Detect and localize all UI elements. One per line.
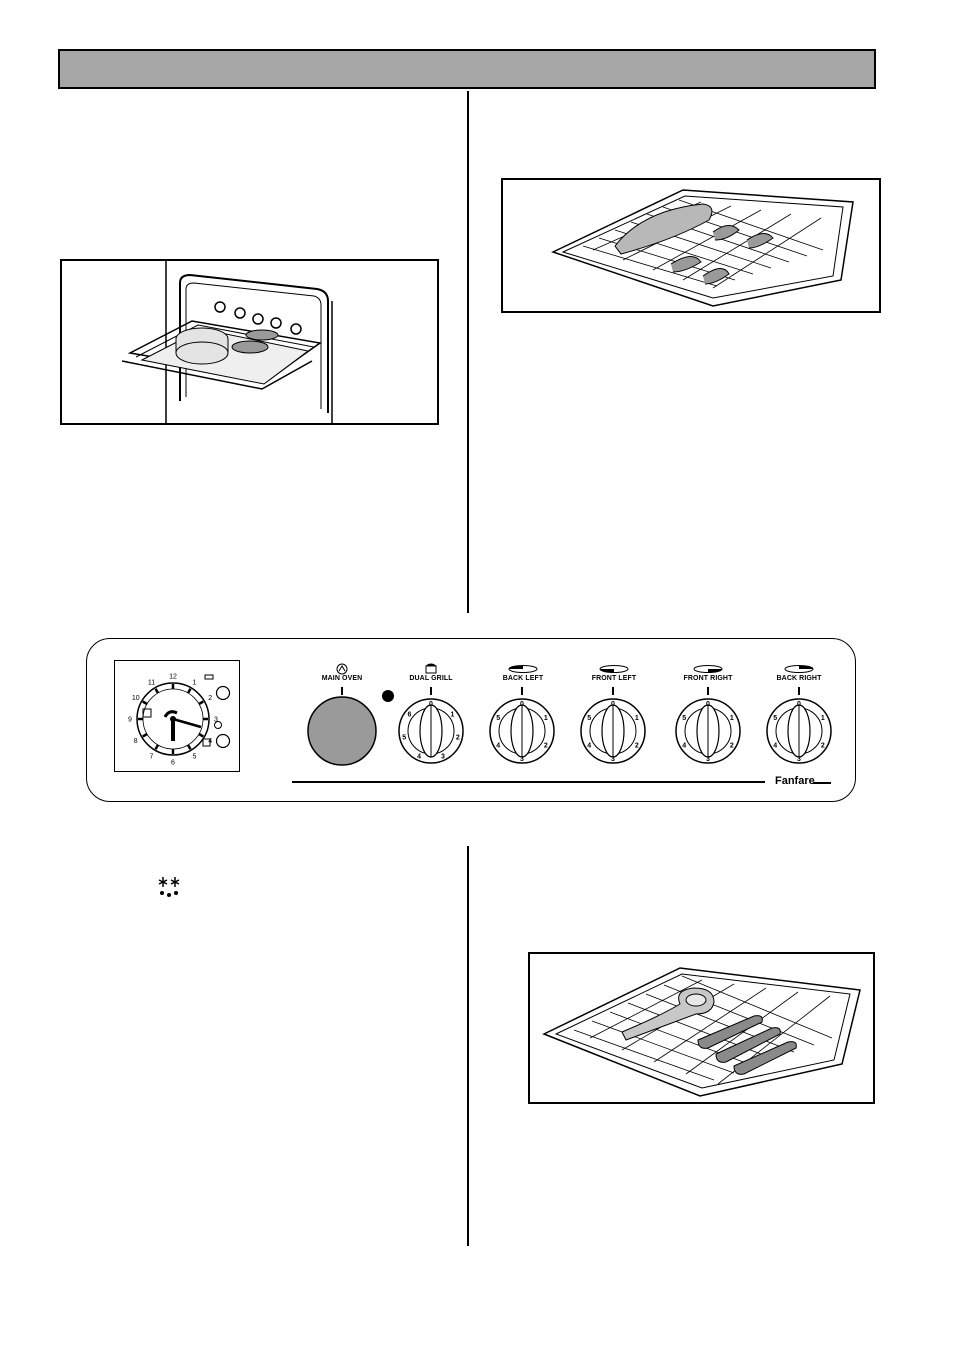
clock-tick	[154, 688, 160, 694]
clock-hour-number: 7	[150, 754, 154, 761]
knob-setting-number: 0	[429, 701, 433, 708]
knob-setting-number: 1	[544, 715, 548, 722]
knob-setting-number: 0	[611, 701, 615, 708]
grill-icon	[425, 663, 437, 674]
clock-tick	[142, 732, 148, 738]
knob-setting-number: 3	[441, 753, 445, 760]
clock-hour-number: 12	[169, 674, 177, 681]
dual-grill-knob[interactable]: 0 1 2 3 4 5 6	[398, 687, 464, 764]
hob-front-left-icon	[599, 665, 629, 673]
main-oven-knob[interactable]	[307, 696, 377, 766]
knob-setting-number: 2	[544, 742, 548, 749]
clock-hour-number: 11	[148, 679, 155, 686]
back-left-knob[interactable]: 0 1 2 3 4 5	[489, 687, 555, 764]
knob-setting-number: 3	[520, 756, 524, 763]
knob-setting-number: 1	[635, 715, 639, 722]
hob-front-right-icon	[693, 665, 723, 673]
clock-hour-number: 6	[171, 760, 175, 767]
column-divider-top	[467, 91, 469, 613]
knob-setting-number: 5	[496, 715, 500, 722]
front-right-knob[interactable]: 0 1 2 3 4 5	[675, 687, 741, 764]
clock-tick	[198, 732, 204, 738]
clock-hour-number: 1	[193, 679, 197, 686]
oven-shelf-illustration	[60, 259, 439, 425]
back-left-label: BACK LEFT	[473, 663, 573, 682]
cook-pot-icon	[204, 674, 214, 680]
knob-setting-number: 5	[682, 715, 686, 722]
knob-setting-number: 5	[773, 715, 777, 722]
knob-setting-number: 4	[417, 753, 421, 760]
clock-hour-number: 8	[134, 738, 138, 745]
front-right-label: FRONT RIGHT	[658, 663, 758, 682]
knob-setting-number: 4	[496, 742, 500, 749]
brand-name: Fanfare	[775, 775, 815, 787]
clock-hour-number: 5	[193, 754, 197, 761]
front-left-knob[interactable]: 0 1 2 3 4 5	[580, 687, 646, 764]
back-right-knob[interactable]: 0 1 2 3 4 5	[766, 687, 832, 764]
clock-tick	[154, 744, 160, 750]
grill-pan-fish-illustration	[501, 178, 881, 313]
knob-setting-number: 6	[408, 711, 412, 718]
main-oven-label: MAIN OVEN	[292, 663, 392, 682]
clock-hour-number: 10	[132, 695, 140, 702]
knob-setting-number: 3	[797, 756, 801, 763]
knob-setting-number: 0	[520, 701, 524, 708]
dual-grill-label: DUAL GRILL	[381, 663, 481, 682]
front-left-label: FRONT LEFT	[564, 663, 664, 682]
knob-setting-number: 3	[706, 756, 710, 763]
clock-hour-number: 9	[128, 717, 132, 724]
grill-pan-chop-sausage-illustration	[528, 952, 875, 1104]
section-header-bar	[58, 49, 876, 89]
clock-tick	[186, 688, 192, 694]
knob-setting-number: 3	[611, 756, 615, 763]
defrost-icon	[157, 876, 181, 898]
clock-hour-number: 3	[214, 717, 218, 724]
clock-tick	[186, 744, 192, 750]
knob-setting-number: 2	[730, 742, 734, 749]
knob-setting-number: 1	[451, 711, 455, 718]
knob-setting-number: 2	[821, 742, 825, 749]
knob-setting-number: 1	[730, 715, 734, 722]
knob-setting-number: 5	[402, 735, 406, 742]
back-right-label: BACK RIGHT	[749, 663, 849, 682]
clock-tick	[142, 700, 148, 706]
clock-tick	[198, 700, 204, 706]
knob-setting-number: 4	[682, 742, 686, 749]
knob-setting-number: 0	[706, 701, 710, 708]
column-divider-bottom	[467, 846, 469, 1246]
knob-setting-number: 4	[773, 742, 777, 749]
knob-setting-number: 2	[456, 735, 460, 742]
knob-setting-number: 2	[635, 742, 639, 749]
clock-hour-number: 2	[208, 695, 212, 702]
fan-icon	[336, 663, 348, 675]
knob-setting-number: 0	[797, 701, 801, 708]
knob-setting-number: 1	[821, 715, 825, 722]
knob-setting-number: 5	[587, 715, 591, 722]
hob-back-left-icon	[508, 665, 538, 673]
knob-setting-number: 4	[587, 742, 591, 749]
neon-indicator	[382, 690, 394, 702]
hob-back-right-icon	[784, 665, 814, 673]
